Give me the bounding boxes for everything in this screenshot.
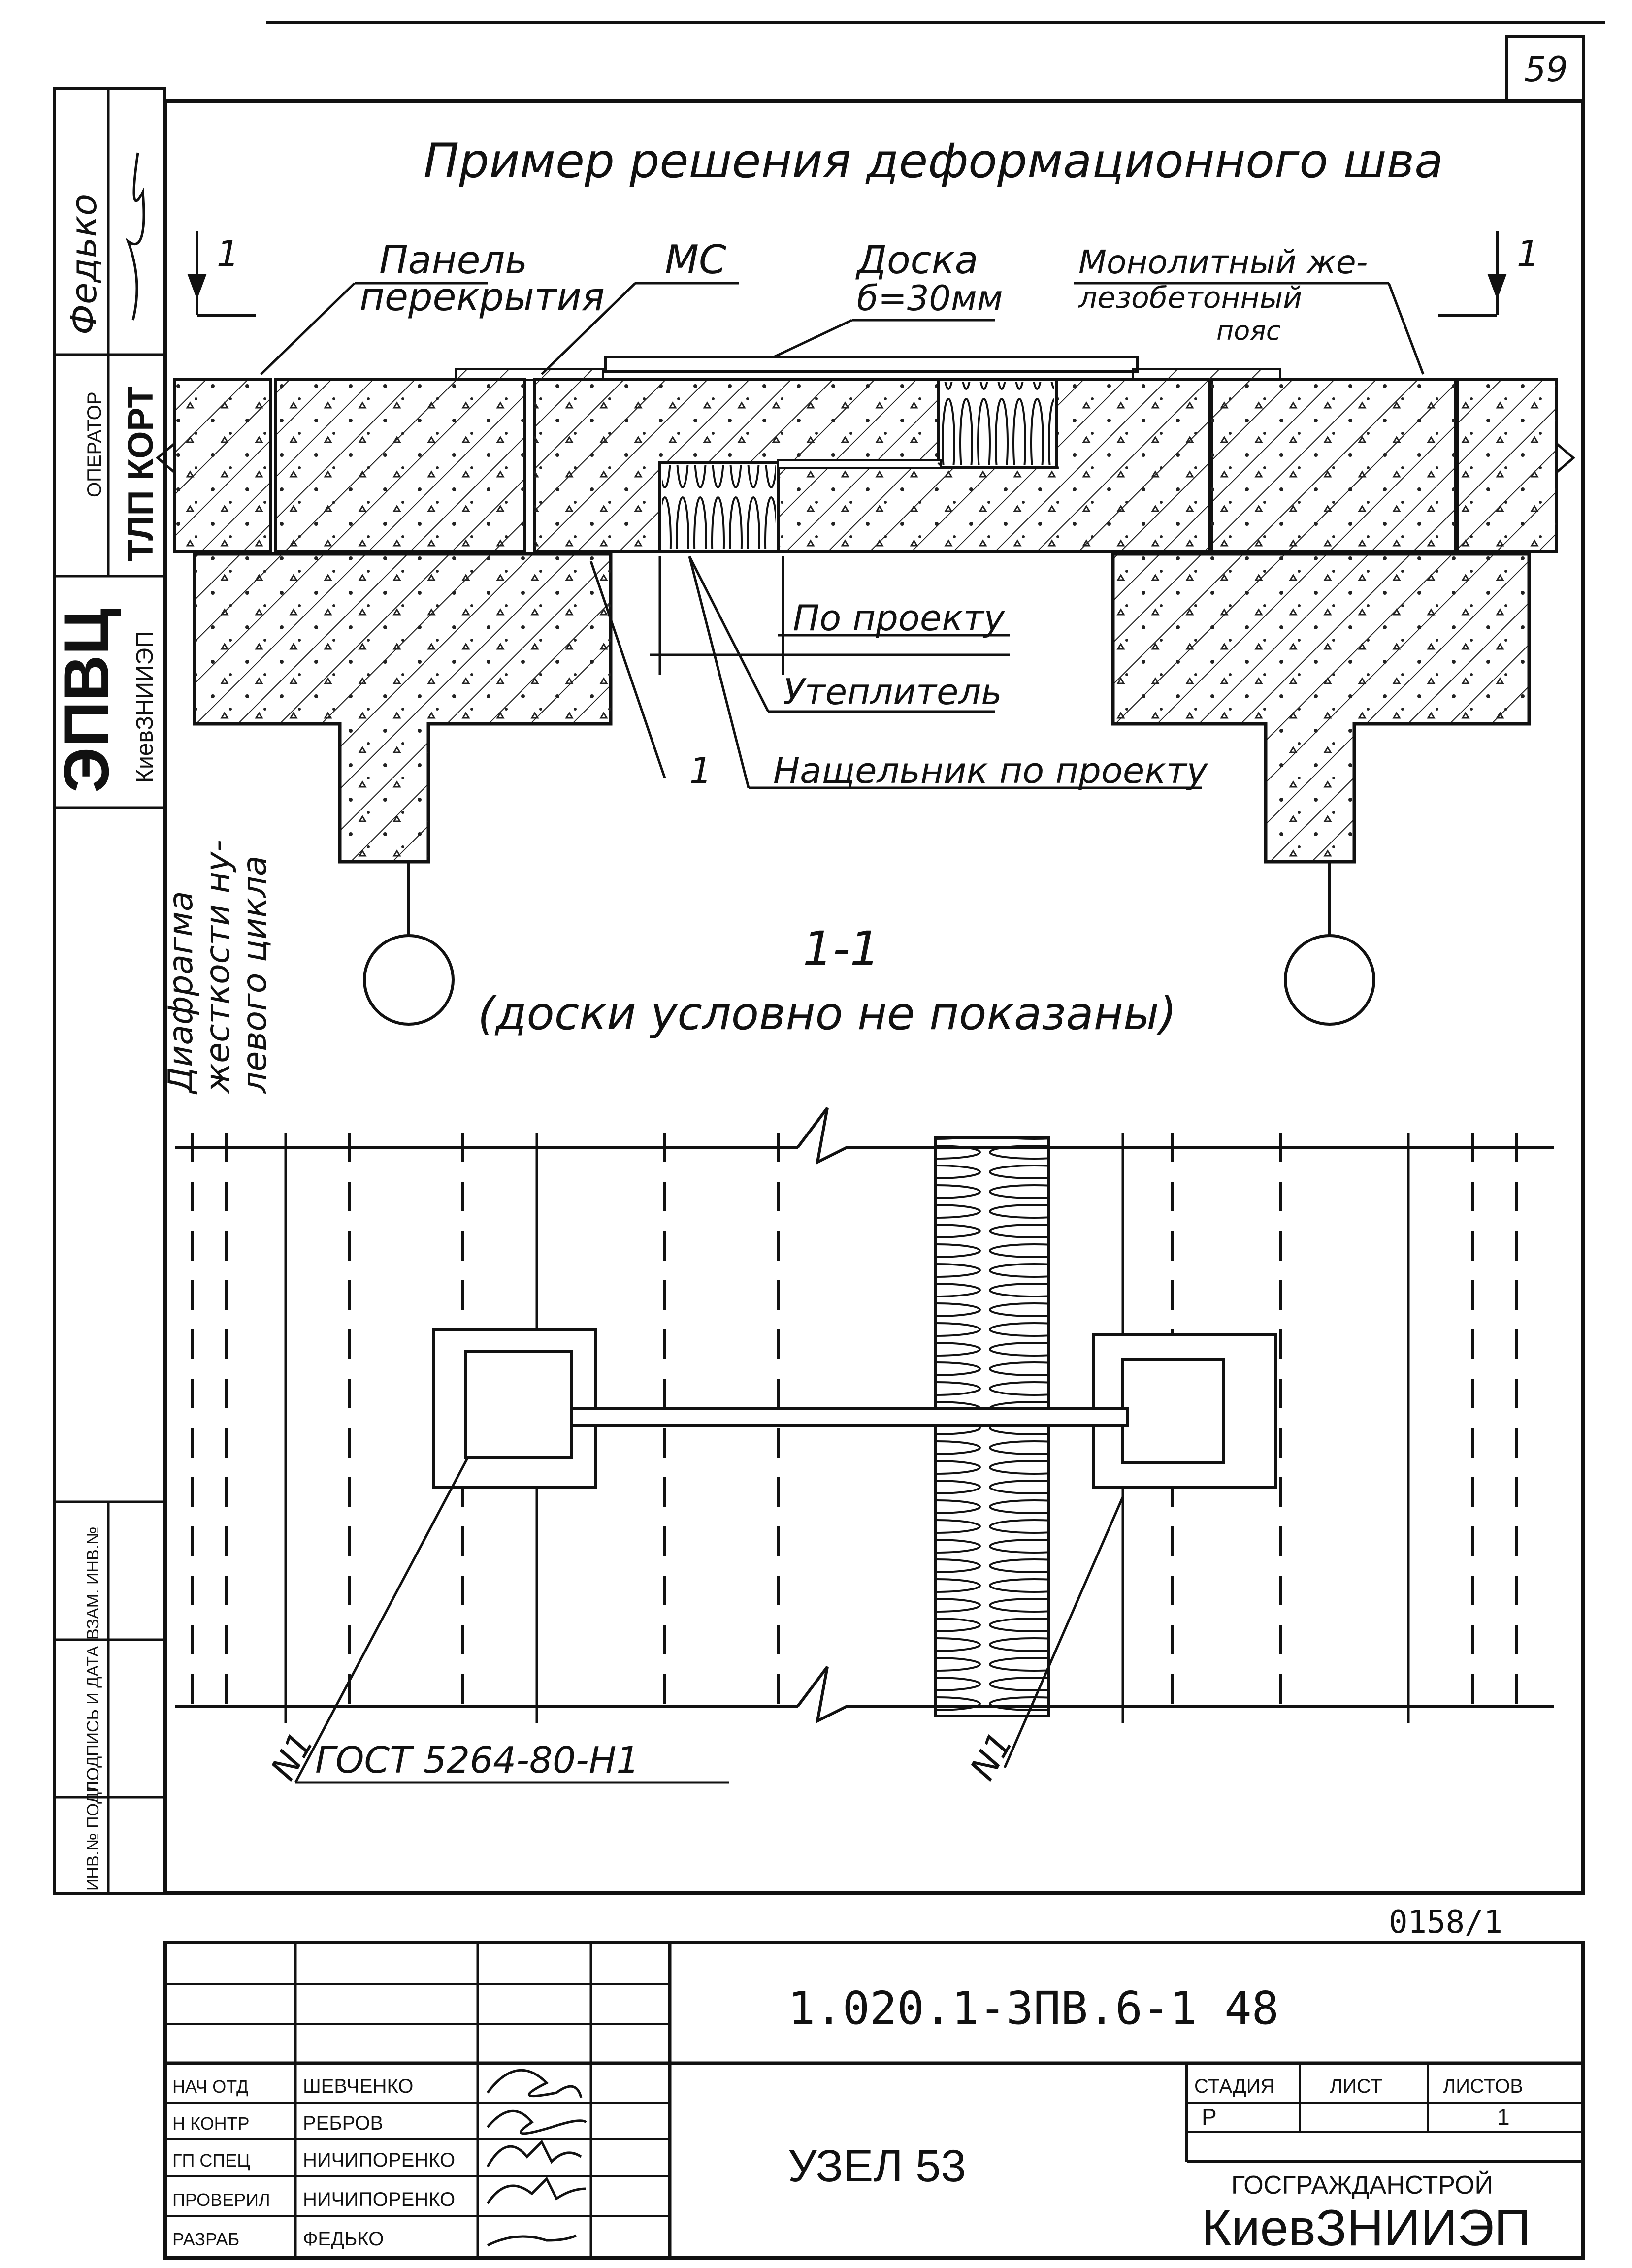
label-board-1: Доска	[855, 238, 978, 283]
designation: 1.020.1-3ПВ.6-1 48	[788, 1982, 1279, 2035]
label-by-project: По проекту	[793, 597, 1006, 639]
board-30mm	[604, 356, 1139, 373]
margin-fedko: Федько	[63, 194, 104, 335]
margin-signature	[125, 152, 145, 321]
role-razrab: РАЗРАБ	[172, 2229, 239, 2249]
label-flashing: Нащельник по проекту	[773, 750, 1208, 791]
label-diaphragm-2: жесткости ну-	[198, 840, 237, 1094]
label-insulation: Утеплитель	[783, 671, 1002, 713]
dimension-lines	[589, 555, 1202, 789]
sheet-number: 59	[1524, 49, 1568, 90]
section-title: 1-1	[803, 921, 880, 976]
role-proveril: ПРОВЕРИЛ	[172, 2190, 270, 2210]
drawing-title: Пример решения деформационного шва	[424, 133, 1443, 189]
margin-vzam: ВЗАМ. ИНВ.№	[84, 1526, 102, 1640]
sheet-number-box	[1505, 35, 1585, 102]
label-belt-1: Монолитный же-	[1078, 243, 1368, 281]
floor-panel-right	[1210, 378, 1558, 553]
section-mark-right-label: 1	[1517, 233, 1539, 274]
section-mark-left	[187, 231, 256, 317]
floor-panel-left	[173, 378, 526, 553]
name-4: НИЧИПОРЕНКО	[303, 2189, 455, 2210]
stage-header: СТАДИЯ	[1194, 2075, 1274, 2097]
axis-marks	[363, 862, 1375, 1026]
label-belt-2: лезобетонный	[1078, 281, 1302, 315]
label-diaphragm-3: левого цикла	[235, 855, 274, 1094]
diaphragm-left	[193, 552, 613, 864]
plan-leaders	[294, 1457, 1124, 1784]
margin-podpis: ПОДПИСЬ И ДАТА	[84, 1646, 102, 1792]
plan-label-n1-left: N1	[263, 1725, 322, 1787]
diaphragm-right	[1111, 552, 1531, 864]
plan-label-n1-right: N1	[962, 1725, 1021, 1787]
label-panel-1: Панель	[379, 238, 527, 283]
section-mark-left-label: 1	[217, 233, 239, 274]
left-margin	[54, 89, 165, 1893]
inventory-code: 0158/1	[1389, 1904, 1502, 1941]
sheets-value: 1	[1497, 2104, 1510, 2130]
role-nach-otd: НАЧ ОТД	[172, 2076, 248, 2097]
org-top: ГОСГРАЖДАНСТРОЙ	[1231, 2171, 1493, 2200]
title-block	[163, 1941, 1585, 2260]
plan-dashed-lines	[191, 1133, 1518, 1723]
role-n-kontr: Н КОНТР	[172, 2113, 250, 2134]
label-leaders	[260, 282, 1425, 375]
insulation-lower	[662, 465, 776, 549]
name-1: ШЕВЧЕНКО	[303, 2075, 413, 2097]
section-mark-right	[1438, 231, 1507, 317]
plan-label-gost: ГОСТ 5264-80-Н1	[315, 1739, 639, 1782]
label-callout-1: 1	[689, 750, 712, 791]
section-note: (доски условно не показаны)	[478, 987, 1176, 1040]
role-gp-spec: ГП СПЕЦ	[172, 2150, 250, 2171]
plan-embedded-plates	[432, 1328, 1277, 1489]
label-diaphragm-1: Диафрагма	[162, 891, 200, 1095]
label-board-2: б=30мм	[857, 278, 1003, 319]
margin-epvc: ЭПВЦ	[50, 608, 122, 793]
margin-inv: ИНВ.№ ПОДЛ.	[84, 1777, 102, 1891]
org-bottom: КиевЗНИИЭП	[1202, 2200, 1531, 2257]
sheet-name: УЗЕЛ 53	[788, 2141, 966, 2191]
sealant-strip	[777, 459, 942, 469]
margin-operator: ОПЕРАТОР	[84, 391, 105, 497]
signatures	[486, 2069, 587, 2247]
label-ms: МС	[665, 237, 726, 283]
margin-tlp: ТЛП КОРТ	[121, 387, 161, 561]
sheets-header: ЛИСТОВ	[1443, 2075, 1523, 2097]
break-mark-left	[156, 442, 176, 474]
name-2: РЕБРОВ	[303, 2112, 383, 2134]
stage-value: Р	[1202, 2104, 1217, 2130]
name-3: НИЧИПОРЕНКО	[303, 2149, 455, 2171]
ms-pad-left	[455, 368, 604, 381]
insulation-upper	[941, 382, 1054, 465]
break-mark-right	[1555, 442, 1575, 474]
sheet-header: ЛИСТ	[1330, 2075, 1382, 2097]
monolithic-belt	[533, 378, 1210, 553]
name-5: ФЕДЬКО	[303, 2228, 384, 2250]
margin-kiev: КиевЗНИИЭП	[132, 631, 158, 783]
ms-pad-right	[1132, 368, 1281, 381]
label-belt-3: пояс	[1216, 315, 1281, 346]
